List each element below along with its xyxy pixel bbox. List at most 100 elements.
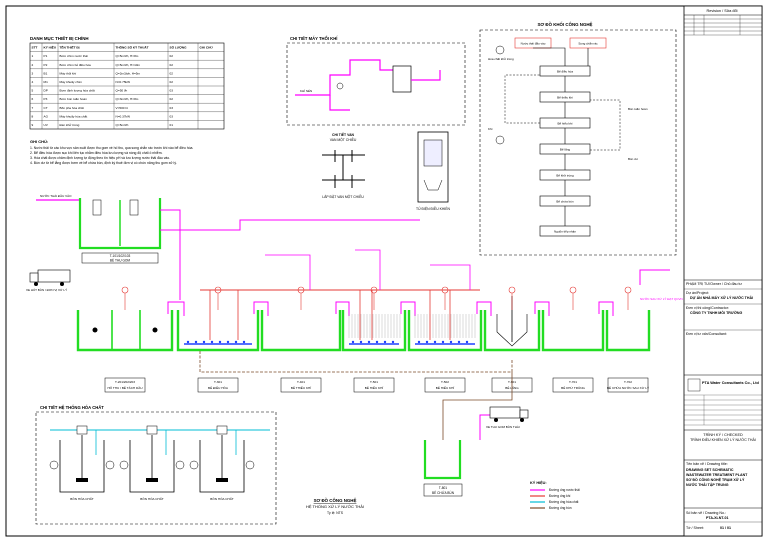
drawing-title-label: Tên bản vẽ / Drawing title: xyxy=(686,462,728,466)
table-cell: V=500 lít xyxy=(116,106,128,110)
agitator-motor xyxy=(216,425,228,435)
chemical-section-title: CHI TIẾT HỆ THỐNG HÓA CHẤT xyxy=(40,405,104,410)
agitator-motor xyxy=(76,425,88,435)
truck-out: XE THU GOM BÙN THẢI xyxy=(486,406,529,429)
drawing-title-line-4: NƯỚC THẢI TẬP TRUNG xyxy=(686,482,729,487)
pump-icon xyxy=(92,327,98,333)
dosing-pump-icon xyxy=(189,460,199,470)
drawing-no: PTA-XLNT-01 xyxy=(706,516,729,520)
table-cell: Đèn khử trùng xyxy=(60,123,80,127)
agitator-blade xyxy=(146,478,158,482)
dosing-pump-icon xyxy=(245,460,255,470)
sheet-label: Tờ / Sheet: xyxy=(686,526,704,530)
drawing-title-line-2: WASTEWATER TREATMENT PLANT xyxy=(686,473,748,477)
project-label: Dự án/Project: xyxy=(686,291,709,295)
legend-title: KÝ HIỆU: xyxy=(530,480,547,485)
valve-detail-title: CHI TIẾT VAN xyxy=(332,132,355,137)
table-header-cell: THÔNG SỐ KỸ THUẬT xyxy=(116,45,149,50)
tank-code: T-201/202/203 xyxy=(115,380,135,384)
dosing-pump-icon xyxy=(105,460,115,470)
note-line-4: 4. Bùn dư từ bể lắng được bơm về bể chứa… xyxy=(30,160,177,165)
drawing-title-line-1: DRAWING SET SCHEMATIC xyxy=(686,468,734,472)
instrument xyxy=(624,286,632,294)
truck-out-label: XE THU GOM BÙN THẢI xyxy=(486,424,520,429)
tank-name: BỂ CHỨA NƯỚC SAU XỬ LÝ xyxy=(607,385,649,390)
tank-code: T-701 xyxy=(569,380,577,384)
bottom-title-line-1: SƠ ĐỒ CÔNG NGHỆ xyxy=(314,498,357,503)
tank-label-box xyxy=(607,377,649,393)
bottom-title-line-3: Tỷ lệ: NTS xyxy=(327,511,344,515)
dosing-pump-icon xyxy=(49,460,59,470)
table-cell: 02 xyxy=(170,80,174,84)
tank-name: BỂ KHỬ TRÙNG xyxy=(561,385,585,390)
flow-block-label: Bể thiếu khí xyxy=(557,96,573,100)
tank-code: T-502 xyxy=(441,380,449,384)
table-cell: 3 xyxy=(32,71,34,75)
table-cell: CT xyxy=(44,106,48,110)
top-tank-name: BỂ THU GOM xyxy=(110,258,130,263)
dosing-pump-icon xyxy=(175,460,185,470)
table-cell: Máy thổi khí xyxy=(60,71,77,75)
sludge-tank-code: T-801 xyxy=(439,486,447,490)
table-cell: Bơm bùn tuần hoàn xyxy=(60,97,88,101)
instrument xyxy=(569,286,577,294)
table-cell: 03 xyxy=(170,89,174,93)
tank-wall xyxy=(483,310,541,352)
sludge-return xyxy=(199,350,513,373)
water-pipe xyxy=(476,301,492,316)
tank-label-box xyxy=(424,377,466,393)
tank-name: BỂ ĐIỀU HÒA xyxy=(208,385,229,390)
agitator-blade xyxy=(76,478,88,482)
flow-block-label: Song chắn rác xyxy=(578,41,598,46)
tank-label-box xyxy=(104,377,146,393)
table-header-cell: GHI CHÚ xyxy=(200,45,214,50)
revision-header: Revision / Sửa đổi xyxy=(706,9,737,13)
table-cell: 02 xyxy=(170,97,174,101)
table-cell: M1 xyxy=(44,80,49,84)
table-cell: 01 xyxy=(170,123,174,127)
stamp-title: TRÌNH KÝ / CHECKED xyxy=(703,433,743,437)
stamp-text: TRÌNH ĐIỀU KHIỂN XỬ LÝ NƯỚC THẢI xyxy=(690,437,756,442)
tank-wall xyxy=(76,310,174,352)
table-cell: 02 xyxy=(170,63,174,67)
tank-label-box xyxy=(280,377,322,393)
table-cell: Bồn pha hóa chất xyxy=(60,106,84,110)
table-cell: Máy khuấy hóa chất xyxy=(60,114,88,118)
notes: GHI CHÚ: 1. Nước thải từ các khu vực sản… xyxy=(30,139,193,165)
tank-name: BỂ THIẾU KHÍ xyxy=(291,385,311,390)
table-cell: Q=2m3/ph, H=5m xyxy=(116,71,141,75)
table-cell: Bơm chìm nước thải xyxy=(60,54,89,58)
water-pipe xyxy=(335,301,350,316)
tank-code: T-501 xyxy=(370,380,378,384)
table-header-cell: TÊN THIẾT BỊ xyxy=(60,45,80,50)
legend-item-1: Đường ống nước thải xyxy=(549,488,580,492)
truck-in: XE HÚT BÙN / ĐƠN VỊ XỬ LÝ xyxy=(26,269,71,292)
legend-item-3: Đường ống hóa chất xyxy=(549,500,579,504)
bottom-title: SƠ ĐỒ CÔNG NGHỆ HỆ THỐNG XỬ LÝ NƯỚC THẢI… xyxy=(306,498,364,515)
tank-wall xyxy=(176,310,260,352)
flow-block-label: Bể hiếu khí xyxy=(557,122,572,126)
top-tank-input: NƯỚC THẢI ĐẦU VÀO xyxy=(40,193,72,198)
control-cabinet: TỦ ĐIỆN ĐIỀU KHIỂN xyxy=(416,131,451,211)
chemical-tank xyxy=(129,440,175,493)
tank-name: BỂ HIẾU KHÍ xyxy=(436,385,455,390)
table-cell: UV xyxy=(44,123,49,127)
tank-name: BỂ HIẾU KHÍ xyxy=(365,385,384,390)
note-line-2: 2. Bể điều hòa được sục khí liên tục nhằ… xyxy=(30,150,163,155)
sludge-tank-name: BỂ CHỨA BÙN xyxy=(432,490,455,495)
tank-code: T-702 xyxy=(624,380,632,384)
chemical-tank xyxy=(59,440,105,493)
tank-wall xyxy=(605,310,651,352)
bottom-title-line-2: HỆ THỐNG XỬ LÝ NƯỚC THẢI xyxy=(306,504,364,509)
sludge-tank: T-801 BỂ CHỨA BÙN xyxy=(423,414,495,497)
note-line-3: 3. Hóa chất được châm định lượng tự động… xyxy=(30,156,170,160)
table-cell: 03 xyxy=(170,114,174,118)
outlet: NƯỚC SAU XỬ LÝ ĐẠT QCVN xyxy=(639,269,683,301)
flow-block-label: Bể điều hòa xyxy=(557,70,573,74)
